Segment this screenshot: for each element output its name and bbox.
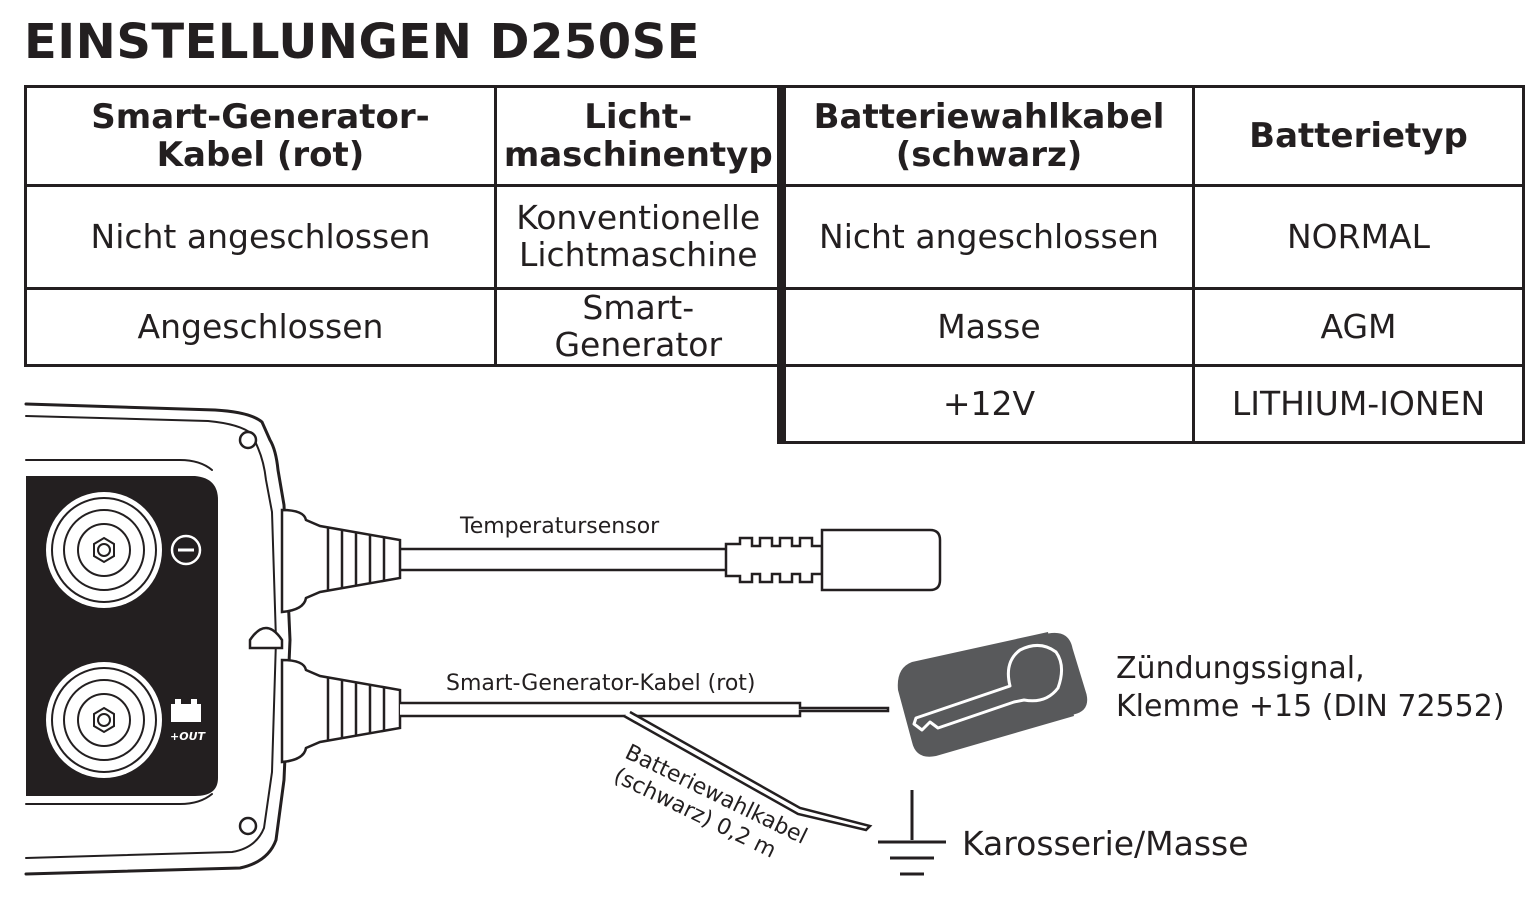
key-icon [897, 629, 1091, 757]
out-terminal [46, 662, 162, 778]
ground-symbol-icon [878, 790, 946, 876]
charger-device [24, 402, 292, 876]
page-title: EINSTELLUNGEN D250SE [24, 14, 700, 70]
table-cell: Smart-Generator [494, 287, 780, 367]
battery-settings-table: Batteriewahlkabel(schwarz) Batterietyp N… [777, 85, 1525, 444]
battery-select-cable [623, 710, 873, 832]
table-cell: Masse [777, 287, 1195, 367]
minus-terminal [46, 492, 162, 608]
header-alternator-type: Licht-maschinentyp [494, 85, 780, 187]
table-row: Masse AGM [777, 287, 1525, 367]
temperature-sensor-label: Temperatursensor [460, 514, 660, 539]
header-battery-type: Batterietyp [1192, 85, 1525, 187]
minus-circle-icon [170, 534, 202, 566]
table-cell: Angeschlossen [24, 287, 497, 367]
table-cell: Nicht angeschlossen [24, 184, 497, 290]
table-row: Nicht angeschlossen NORMAL [777, 184, 1525, 290]
table-row: +12V LITHIUM-IONEN [777, 364, 1525, 444]
battery-icon [171, 699, 201, 722]
table-header-row: Smart-Generator-Kabel (rot) Licht-maschi… [24, 85, 780, 187]
body-ground-label: Karosserie/Masse [962, 824, 1249, 863]
table-cell: LITHIUM-IONEN [1192, 364, 1525, 444]
smart-generator-cable [400, 701, 890, 718]
header-battery-select-cable: Batteriewahlkabel(schwarz) [777, 85, 1195, 187]
alternator-settings-table: Smart-Generator-Kabel (rot) Licht-maschi… [24, 85, 780, 367]
header-smart-generator-cable: Smart-Generator-Kabel (rot) [24, 85, 497, 187]
smart-generator-cable-label: Smart-Generator-Kabel (rot) [446, 671, 756, 696]
table-cell: Nicht angeschlossen [777, 184, 1195, 290]
temperature-sensor [724, 528, 942, 592]
table-cell: NORMAL [1192, 184, 1525, 290]
table-row: Angeschlossen Smart-Generator [24, 287, 780, 367]
ignition-signal-label: Zündungssignal, Klemme +15 (DIN 72552) [1116, 651, 1505, 724]
smart-generator-cable-boot [280, 658, 402, 764]
table-header-row: Batteriewahlkabel(schwarz) Batterietyp [777, 85, 1525, 187]
table-cell: AGM [1192, 287, 1525, 367]
table-cell: +12V [777, 364, 1195, 444]
temperature-cable-boot [280, 508, 402, 614]
out-label: +OUT [170, 730, 207, 743]
